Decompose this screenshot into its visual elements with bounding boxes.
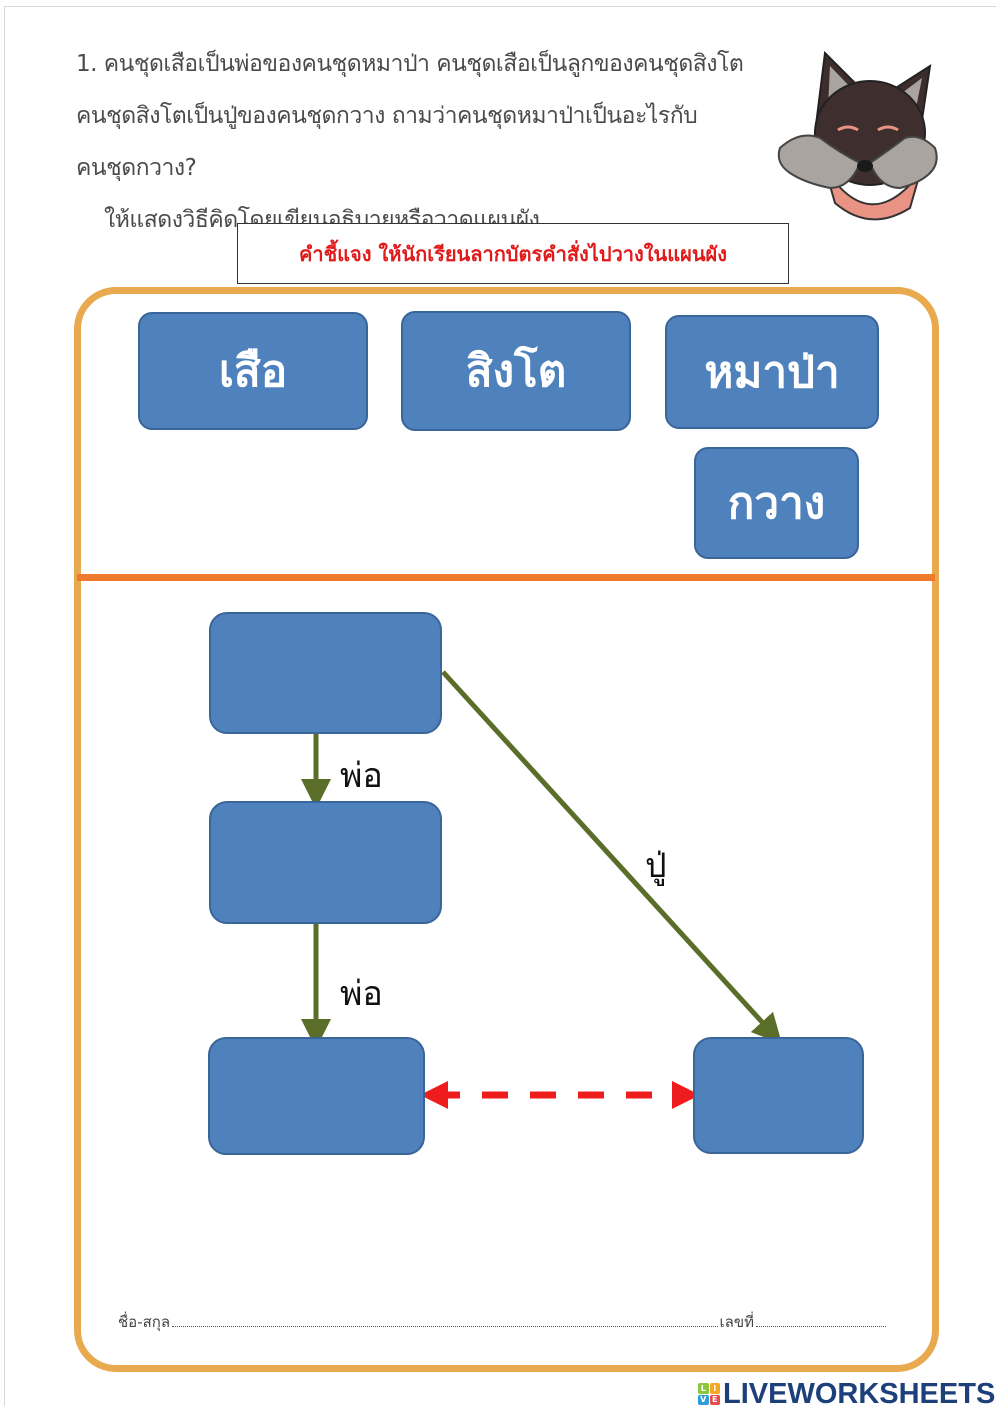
liveworksheets-logo: L I V E LIVEWORKSHEETS: [698, 1378, 995, 1410]
card-label: เสือ: [218, 346, 288, 397]
relation-label-father-1: พ่อ: [340, 756, 383, 796]
slot-bottom-left[interactable]: [208, 1037, 425, 1155]
question-line-2: คนชุดสิงโตเป็นปู่ของคนชุดกวาง ถามว่าคนชุ…: [76, 103, 698, 129]
card-label: สิงโต: [465, 346, 567, 397]
number-field[interactable]: [756, 1315, 886, 1327]
page-edge: [4, 6, 996, 1406]
card-lion[interactable]: สิงโต: [401, 311, 631, 431]
question-line-1: 1. คนชุดเสือเป็นพ่อของคนชุดหมาป่า คนชุดเ…: [76, 51, 744, 77]
question-line-3: คนชุดกวาง?: [76, 155, 197, 181]
relation-label-father-2: พ่อ: [340, 974, 383, 1014]
slot-middle-left[interactable]: [209, 801, 442, 924]
number-label: เลขที่: [719, 1313, 754, 1331]
instruction-text: คำชี้แจง ให้นักเรียนลากบัตรคำสั่งไปวางใน…: [298, 241, 727, 266]
live-logo-icon: L I V E: [698, 1383, 720, 1405]
name-field[interactable]: [172, 1315, 718, 1327]
card-tiger[interactable]: เสือ: [138, 312, 368, 430]
relation-label-grandfather: ปู่: [645, 846, 667, 886]
brand-name: LIVEWORKSHEETS: [723, 1377, 996, 1410]
card-label: หมาป่า: [704, 347, 840, 398]
name-label: ชื่อ-สกุล: [118, 1313, 171, 1331]
wolf-mask-icon: [770, 38, 940, 223]
section-divider: [77, 574, 935, 581]
student-info-line: ชื่อ-สกุล เลขที่: [118, 1310, 888, 1334]
slot-bottom-right[interactable]: [693, 1037, 864, 1154]
instruction-box: คำชี้แจง ให้นักเรียนลากบัตรคำสั่งไปวางใน…: [237, 223, 789, 284]
question-text: 1. คนชุดเสือเป็นพ่อของคนชุดหมาป่า คนชุดเ…: [76, 38, 776, 246]
card-wolf[interactable]: หมาป่า: [665, 315, 879, 429]
card-deer[interactable]: กวาง: [694, 447, 859, 559]
slot-top-left[interactable]: [209, 612, 442, 734]
card-label: กวาง: [727, 478, 826, 529]
